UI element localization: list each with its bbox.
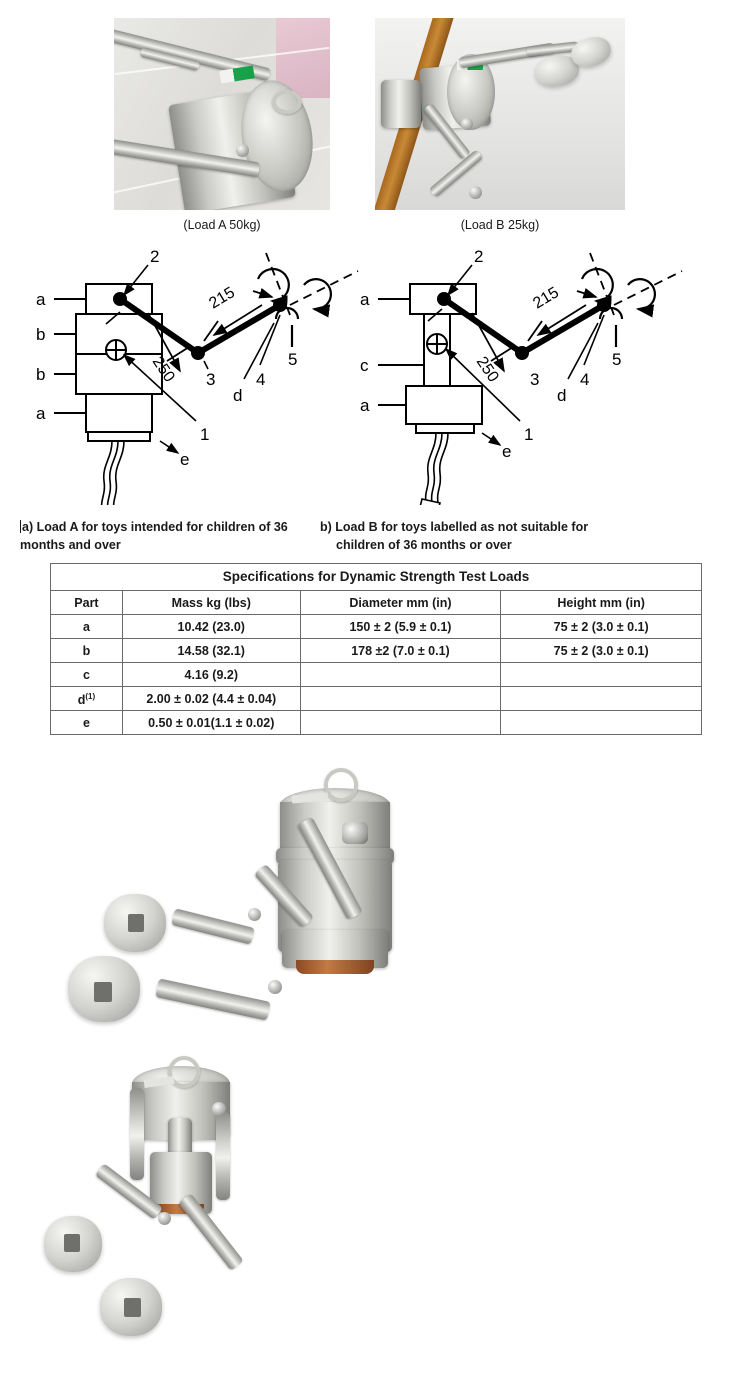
diagram-a-dimension-215: 215 xyxy=(206,284,238,312)
table-row: d(1) 2.00 ± 0.02 (4.4 ± 0.04) xyxy=(50,685,702,712)
arm-joint-knob xyxy=(212,1102,226,1116)
legend-load-a-line2: months and over xyxy=(20,538,121,552)
lifting-ring xyxy=(168,1056,200,1088)
clamp-slot xyxy=(124,1298,141,1317)
left-leg-upper xyxy=(130,1088,144,1180)
cell-diameter: 150 ± 2 (5.9 ± 0.1) xyxy=(299,614,502,639)
lifting-ring xyxy=(272,90,302,114)
table-header-row: Part Mass kg (lbs) Diameter mm (in) Heig… xyxy=(50,590,702,615)
diagram-b-dimension-215: 215 xyxy=(530,284,562,312)
dynamic-strength-tester-upright-photo xyxy=(40,1052,370,1357)
load-b-caption: (Load B 25kg) xyxy=(460,218,540,232)
table-row: b 14.58 (32.1) 178 ±2 (7.0 ± 0.1) 75 ± 2… xyxy=(50,638,702,663)
copper-base-pad xyxy=(158,1204,204,1214)
spec-table-wrapper: Specifications for Dynamic Strength Test… xyxy=(50,563,702,736)
cell-mass: 4.16 (9.2) xyxy=(121,662,301,687)
cell-height xyxy=(500,685,702,712)
cell-part: a xyxy=(50,614,123,639)
text-cursor-artifact xyxy=(20,520,21,533)
diagram-b-label-a2: a xyxy=(360,396,370,415)
diagram-a-callout-3: 3 xyxy=(206,370,215,389)
header-part: Part xyxy=(50,590,123,615)
diagram-b-label-a1: a xyxy=(360,290,370,309)
diagram-b-label-e: e xyxy=(502,442,511,461)
cell-diameter xyxy=(299,710,502,736)
lower-arm-lower-link xyxy=(155,978,271,1021)
arm-joint-knob xyxy=(268,980,282,994)
load-b-photo xyxy=(375,18,625,210)
cell-diameter xyxy=(299,662,502,687)
clamp-knob xyxy=(469,186,482,199)
cylinder-upper-body xyxy=(280,802,390,854)
cell-mass: 10.42 (23.0) xyxy=(121,614,301,639)
diagram-b-callout-4: 4 xyxy=(580,370,589,389)
legend-load-b-line2: children of 36 months or over xyxy=(336,538,512,552)
clamp-slot xyxy=(128,914,144,932)
diagram-a-label-a2: a xyxy=(36,404,46,423)
diagram-a-label-a1: a xyxy=(36,290,46,309)
cell-mass: 0.50 ± 0.01(1.1 ± 0.02) xyxy=(121,710,301,736)
clamp-slot xyxy=(64,1234,80,1252)
clamp-knob xyxy=(461,118,473,130)
cell-part: b xyxy=(50,638,123,663)
diagram-a-callout-5: 5 xyxy=(288,350,297,369)
arm-joint-knob xyxy=(248,908,261,921)
legend-load-b-line1: b) Load B for toys labelled as not suita… xyxy=(320,520,589,534)
cell-part: e xyxy=(50,710,123,736)
header-height: Height mm (in) xyxy=(500,590,702,615)
diagram-a-label-b1: b xyxy=(36,325,45,344)
diagram-a-callout-2: 2 xyxy=(150,247,159,266)
clamp-slot xyxy=(94,982,112,1002)
cell-part: c xyxy=(50,662,123,687)
cell-mass: 2.00 ± 0.02 (4.4 ± 0.04) xyxy=(121,685,301,712)
diagram-b-callout-1: 1 xyxy=(524,425,533,444)
right-leg-upper xyxy=(216,1112,230,1200)
counterweight-disc xyxy=(381,80,421,128)
top-photo-row: (Load A 50kg) (Load B 25kg) xyxy=(0,18,750,233)
clamp-knob xyxy=(236,144,249,157)
legend-load-a-line1: a) Load A for toys intended for children… xyxy=(22,520,288,534)
diagram-a-callout-1: 1 xyxy=(200,425,209,444)
cell-diameter xyxy=(299,685,502,712)
upper-arm-lower-link xyxy=(171,908,255,945)
legend-load-b: b) Load B for toys labelled as not suita… xyxy=(320,518,630,554)
diagram-a-callout-4: 4 xyxy=(256,370,265,389)
cell-height xyxy=(500,710,702,736)
table-row: a 10.42 (23.0) 150 ± 2 (5.9 ± 0.1) 75 ± … xyxy=(50,614,702,639)
legend-load-a: a) Load A for toys intended for children… xyxy=(20,518,320,554)
side-fitting-knob xyxy=(342,822,368,844)
load-a-schematic: a b b a 2 1 3 4 5 d e 250 215 xyxy=(28,243,373,505)
diagram-b-label-c: c xyxy=(360,356,369,375)
load-a-caption: (Load A 50kg) xyxy=(183,218,261,232)
load-a-photo xyxy=(114,18,330,210)
cell-part-letter: d xyxy=(77,693,86,708)
cell-height: 75 ± 2 (3.0 ± 0.1) xyxy=(500,614,702,639)
table-title: Specifications for Dynamic Strength Test… xyxy=(50,563,702,591)
arm-joint-knob xyxy=(158,1212,171,1225)
lifting-ring xyxy=(324,768,358,802)
header-diameter: Diameter mm (in) xyxy=(299,590,502,615)
diagram-b-label-d: d xyxy=(557,386,566,405)
cell-part-footnote: (1) xyxy=(85,692,96,701)
load-b-schematic: a c a 2 1 3 4 5 d e 250 215 xyxy=(358,243,703,505)
header-mass: Mass kg (lbs) xyxy=(121,590,301,615)
cell-diameter: 178 ±2 (7.0 ± 0.1) xyxy=(299,638,502,663)
cell-height xyxy=(500,662,702,687)
cell-height: 75 ± 2 (3.0 ± 0.1) xyxy=(500,638,702,663)
diagram-a-label-b2: b xyxy=(36,365,45,384)
diagram-b-callout-3: 3 xyxy=(530,370,539,389)
cell-mass: 14.58 (32.1) xyxy=(121,638,301,663)
cell-part: d(1) xyxy=(50,685,123,712)
spec-table: Specifications for Dynamic Strength Test… xyxy=(50,563,702,736)
table-row: c 4.16 (9.2) xyxy=(50,662,702,687)
table-row: e 0.50 ± 0.01(1.1 ± 0.02) xyxy=(50,710,702,736)
diagram-a-label-e: e xyxy=(180,450,189,469)
diagram-a-label-d: d xyxy=(233,386,242,405)
dynamic-strength-tester-angled-photo xyxy=(52,752,452,1052)
diagram-b-callout-2: 2 xyxy=(474,247,483,266)
copper-base-pad xyxy=(296,960,374,974)
diagram-b-callout-5: 5 xyxy=(612,350,621,369)
table-title-row: Specifications for Dynamic Strength Test… xyxy=(50,563,702,591)
